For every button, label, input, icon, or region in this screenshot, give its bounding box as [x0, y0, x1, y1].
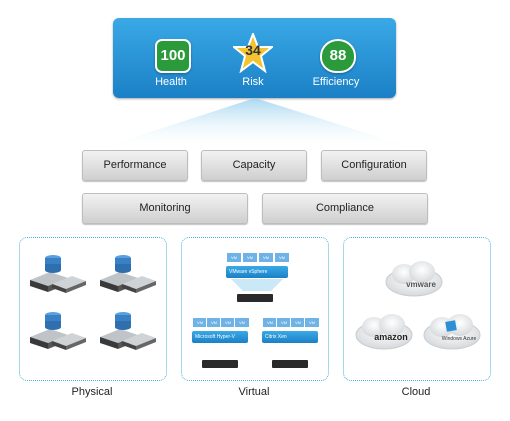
clouds-icon — [355, 261, 481, 350]
health-badge: 100 — [155, 39, 191, 73]
vm-block: VM — [274, 252, 290, 263]
physical-label: Physical — [71, 386, 113, 398]
vm-block: VM — [258, 252, 274, 263]
virtual-label: Virtual — [238, 386, 270, 398]
xen-server-icon — [272, 360, 308, 368]
capacity-button[interactable]: Capacity — [201, 150, 307, 181]
risk-value: 34 — [245, 42, 261, 58]
star-icon — [233, 33, 273, 73]
connector-beam — [95, 98, 420, 150]
vm-block: VM — [304, 317, 320, 328]
physical-servers-icon — [30, 255, 156, 350]
xen-hypervisor: Citrix Xen — [262, 331, 318, 343]
compliance-button[interactable]: Compliance — [262, 193, 428, 224]
vsphere-hypervisor: VMware vSphere — [226, 266, 288, 278]
vsphere-glow — [231, 279, 283, 291]
vsphere-server-icon — [237, 294, 273, 302]
performance-button[interactable]: Performance — [82, 150, 188, 181]
configuration-button[interactable]: Configuration — [321, 150, 427, 181]
vmware-cloud-label: vmware — [406, 280, 436, 289]
physical-environment-box — [19, 237, 167, 381]
efficiency-badge: 88 — [320, 39, 356, 73]
cloud-environment-box: vmware amazon Windows Azure — [343, 237, 491, 381]
vm-block: VM — [242, 252, 258, 263]
azure-cloud-label: Windows Azure — [441, 336, 477, 342]
monitoring-button[interactable]: Monitoring — [82, 193, 248, 224]
hyperv-hypervisor: Microsoft Hyper-V — [192, 331, 248, 343]
virtual-environment-box: VM VM VM VM VMware vSphere VM VM VM VM M… — [181, 237, 329, 381]
cloud-label: Cloud — [401, 386, 431, 398]
amazon-cloud-label: amazon — [374, 332, 408, 342]
risk-label: Risk — [242, 76, 264, 88]
vm-block: VM — [234, 317, 250, 328]
health-label: Health — [155, 76, 187, 88]
efficiency-label: Efficiency — [312, 76, 360, 88]
status-panel: 100 Health 34 Risk 88 Efficiency — [113, 18, 396, 98]
hyperv-server-icon — [202, 360, 238, 368]
vm-block: VM — [226, 252, 242, 263]
